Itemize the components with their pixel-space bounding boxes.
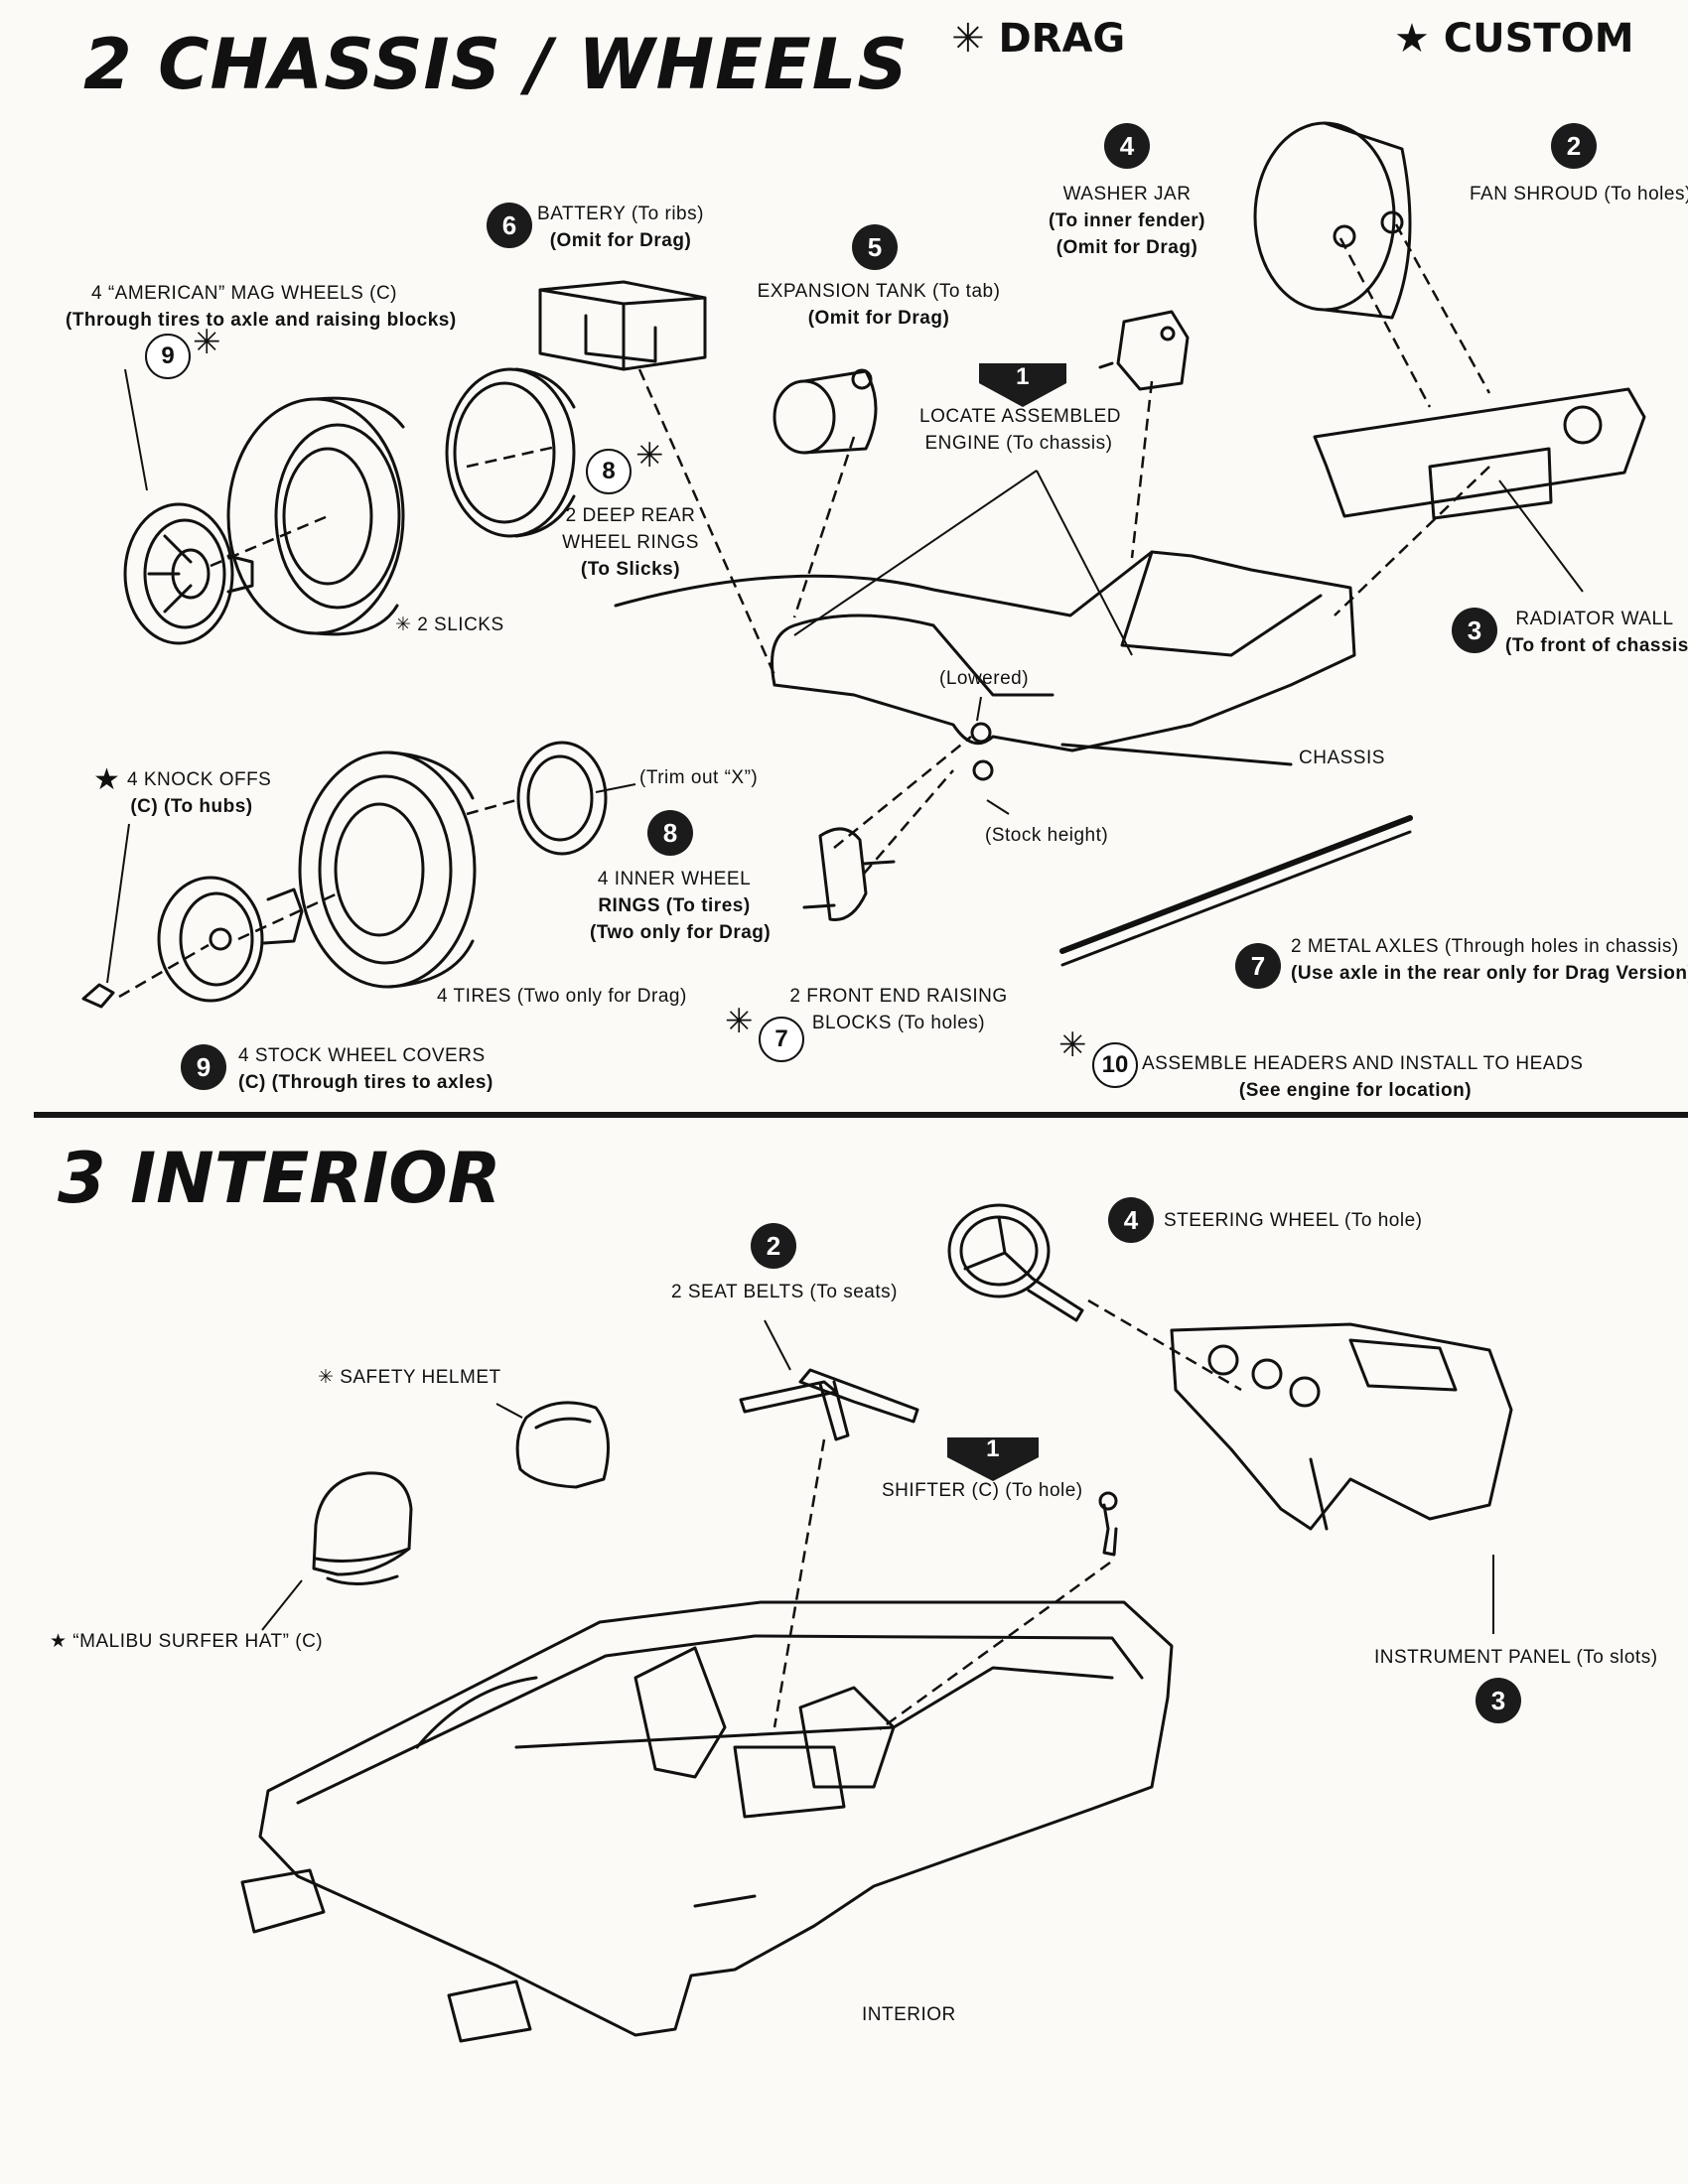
step-9-outline-badge: 9 bbox=[145, 334, 191, 379]
safety-helmet-label: ✳ SAFETY HELMET bbox=[318, 1367, 501, 1388]
instrument-panel-label: INSTRUMENT PANEL (To slots) bbox=[1374, 1647, 1658, 1668]
drag-legend: ✳ DRAG bbox=[951, 16, 1126, 62]
step-8-outline-badge: 8 bbox=[586, 449, 632, 494]
step-4-badge: 4 bbox=[1104, 123, 1150, 169]
front-end-blocks-label: 2 FRONT END RAISING BLOCKS (To holes) bbox=[789, 986, 1008, 1033]
expansion-tank-label: EXPANSION TANK (To tab) (Omit for Drag) bbox=[757, 281, 1001, 329]
step-9-badge: 9 bbox=[181, 1044, 226, 1090]
custom-star-mark: ★ bbox=[93, 763, 121, 796]
hub-wheel-part bbox=[81, 876, 304, 1009]
step-10-outline-badge: 10 bbox=[1092, 1042, 1138, 1088]
locate-engine-label: LOCATE ASSEMBLED ENGINE (To chassis) bbox=[919, 406, 1121, 454]
deep-rear-ring-part bbox=[445, 367, 576, 538]
drag-asterisk-mark: ✳ bbox=[193, 324, 221, 361]
knock-offs-label: 4 KNOCK OFFS (C) (To hubs) bbox=[127, 769, 272, 817]
surfer-hat-label: ★ “MALIBU SURFER HAT” (C) bbox=[50, 1631, 324, 1652]
mag-wheels-label: 4 “AMERICAN” MAG WHEELS (C) (Through tir… bbox=[66, 283, 457, 331]
deep-rear-rings-label: 2 DEEP REAR WHEEL RINGS (To Slicks) bbox=[562, 505, 699, 580]
interior-step-2-badge: 2 bbox=[751, 1223, 796, 1269]
drag-asterisk-mark-10: ✳ bbox=[1058, 1026, 1087, 1064]
stock-covers-label: 4 STOCK WHEEL COVERS (C) (Through tires … bbox=[238, 1045, 493, 1093]
steering-wheel-part bbox=[947, 1203, 1084, 1322]
step-5-badge: 5 bbox=[852, 224, 898, 270]
interior-tub-part bbox=[240, 1600, 1174, 2043]
fan-shroud-label: FAN SHROUD (To holes) bbox=[1470, 184, 1688, 205]
interior-step-4-badge: 4 bbox=[1108, 1197, 1154, 1243]
shifter-label: SHIFTER (C) (To hole) bbox=[882, 1480, 1083, 1501]
stock-height-label: (Stock height) bbox=[985, 825, 1109, 846]
interior-label: INTERIOR bbox=[862, 2004, 956, 2025]
inner-rings-label: 4 INNER WHEEL RINGS (To tires) (Two only… bbox=[590, 869, 772, 943]
safety-helmet-part bbox=[515, 1401, 610, 1489]
raising-block-part bbox=[802, 827, 896, 921]
fan-shroud-part bbox=[1253, 121, 1412, 320]
expansion-tank-part bbox=[773, 368, 878, 455]
section-3-title: 3 INTERIOR bbox=[58, 1138, 501, 1219]
leader-lines bbox=[106, 368, 1584, 1634]
step-3-badge: 3 bbox=[1452, 608, 1497, 653]
assembly-guides bbox=[118, 223, 1491, 1731]
radiator-wall-part bbox=[1313, 387, 1646, 520]
slicks-label: ✳ 2 SLICKS bbox=[395, 614, 504, 635]
custom-legend: ★ CUSTOM bbox=[1394, 16, 1634, 62]
battery-part bbox=[538, 280, 707, 371]
steering-wheel-label: STEERING WHEEL (To hole) bbox=[1164, 1210, 1423, 1231]
seat-belts-label: 2 SEAT BELTS (To seats) bbox=[671, 1282, 898, 1302]
drag-asterisk-mark-8: ✳ bbox=[635, 437, 664, 475]
step-8-badge: 8 bbox=[647, 810, 693, 856]
stock-tire-part bbox=[298, 751, 477, 989]
trim-label: (Trim out “X”) bbox=[639, 767, 759, 788]
section-divider bbox=[34, 1112, 1688, 1118]
section-2-title: 2 CHASSIS / WHEELS bbox=[83, 24, 909, 105]
axle-part bbox=[1059, 815, 1413, 967]
lowered-label: (Lowered) bbox=[939, 668, 1030, 689]
headers-label: ASSEMBLE HEADERS AND INSTALL TO HEADS (S… bbox=[1142, 1053, 1584, 1101]
instrument-panel-part bbox=[1170, 1322, 1513, 1531]
washer-jar-part bbox=[1098, 310, 1190, 391]
step-6-badge: 6 bbox=[487, 203, 532, 248]
surfer-hat-part bbox=[312, 1471, 413, 1586]
inner-ring-part bbox=[516, 741, 608, 856]
seat-belts-part bbox=[739, 1368, 919, 1441]
chassis-label: CHASSIS bbox=[1299, 748, 1385, 768]
drag-asterisk-mark-7: ✳ bbox=[725, 1003, 754, 1040]
step-7-badge: 7 bbox=[1235, 943, 1281, 989]
slick-tire-part bbox=[226, 396, 405, 636]
interior-step-1-arrow-number: 1 bbox=[986, 1435, 1000, 1462]
washer-jar-label: WASHER JAR (To inner fender) (Omit for D… bbox=[1048, 184, 1206, 258]
interior-step-3-badge: 3 bbox=[1476, 1678, 1521, 1723]
step1-arrows bbox=[947, 363, 1066, 1481]
metal-axles-label: 2 METAL AXLES (Through holes in chassis)… bbox=[1291, 936, 1688, 984]
radiator-wall-label: RADIATOR WALL (To front of chassis) bbox=[1505, 609, 1688, 656]
shifter-part bbox=[1098, 1491, 1118, 1557]
step-1-arrow-number: 1 bbox=[1016, 363, 1030, 390]
tires-label: 4 TIRES (Two only for Drag) bbox=[437, 986, 687, 1007]
battery-label: BATTERY (To ribs) (Omit for Drag) bbox=[537, 204, 704, 251]
mag-wheel-part bbox=[123, 502, 254, 645]
step-2-badge: 2 bbox=[1551, 123, 1597, 169]
step-7-outline-badge: 7 bbox=[759, 1017, 804, 1062]
chassis-part bbox=[614, 550, 1356, 781]
